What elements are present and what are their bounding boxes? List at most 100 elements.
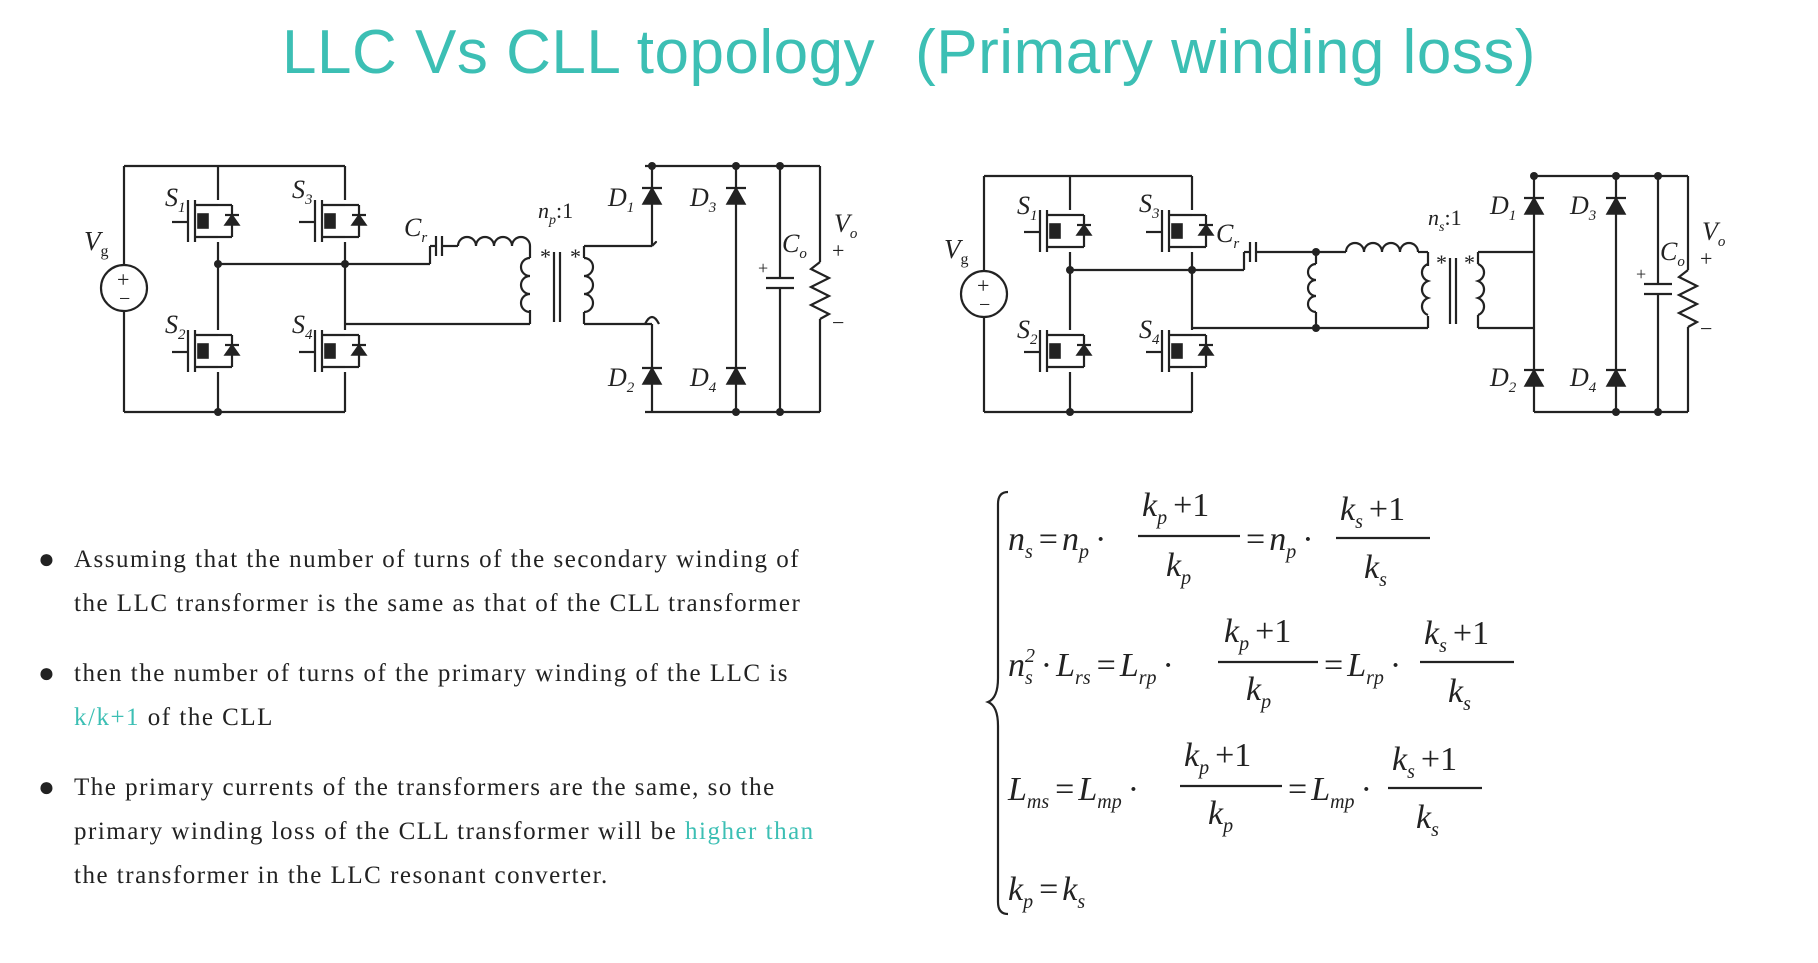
svg-text:kp+1: kp+1 (1184, 737, 1251, 779)
llc-transformer: * * np:1 (519, 198, 645, 326)
cll-s3-label: S3 (1139, 189, 1160, 222)
llc-d3-label: D3 (689, 183, 716, 216)
llc-switch-s1: S1 (165, 183, 241, 242)
cll-vo-label: Vo (1702, 217, 1726, 250)
cll-switch-s4: S4 (1139, 315, 1215, 372)
bullet-dot: ● (38, 772, 57, 803)
svg-text:+: + (832, 238, 844, 263)
cll-d1-label: D1 (1489, 191, 1516, 224)
llc-cr-label: Cr (404, 213, 427, 246)
svg-text:kp+1: kp+1 (1224, 613, 1291, 655)
cll-d4-label: D4 (1569, 363, 1597, 396)
svg-text:*: * (540, 244, 551, 269)
cll-s1-label: S1 (1017, 191, 1038, 224)
llc-source: + − Vg (84, 166, 149, 412)
page-title: LLC Vs CLL topology (Primary winding loss… (0, 8, 1818, 98)
svg-text:n2s·Lrs=Lrp·: n2s·Lrs=Lrp· (1008, 645, 1174, 689)
cll-switch-s2: S2 (1017, 315, 1093, 372)
bullet-dot: ● (38, 544, 57, 575)
llc-output: + Co Vo + − (758, 162, 858, 416)
title-main: LLC Vs CLL topology (282, 18, 876, 87)
llc-vg-label: Vg (84, 226, 109, 260)
llc-switch-s2: S2 (165, 310, 241, 372)
bullet-item-3: ● The primary currents of the transforme… (38, 766, 818, 898)
svg-text:Lms=Lmp·: Lms=Lmp· (1007, 771, 1139, 813)
cll-d3-label: D3 (1569, 191, 1596, 224)
svg-text:ks+1: ks+1 (1424, 615, 1489, 657)
cll-vg-label: Vg (944, 234, 969, 268)
svg-text:ks+1: ks+1 (1340, 491, 1405, 533)
cll-leg-left (1066, 176, 1074, 416)
equation-3: Lms=Lmp· kp+1 kp =Lmp· ks+1 ks (1007, 737, 1482, 841)
equation-1: ns=np· kp+1 kp =np· ks+1 ks (1008, 487, 1430, 591)
llc-d2-label: D2 (607, 363, 635, 396)
llc-resonant-tank: Cr (345, 213, 532, 326)
svg-text:−: − (119, 288, 130, 310)
svg-text:+: + (117, 267, 129, 292)
cll-turns-ratio: ns:1 (1428, 205, 1462, 235)
cll-switch-s1: S1 (1017, 191, 1093, 252)
cll-s2-label: S2 (1017, 315, 1038, 348)
svg-text:=np·: =np· (1246, 521, 1314, 563)
bullet-item-1: ● Assuming that the number of turns of t… (38, 538, 818, 626)
svg-text:ks: ks (1448, 673, 1471, 715)
svg-text:+: + (758, 258, 768, 278)
svg-text:+: + (977, 273, 989, 298)
llc-d1-label: D1 (607, 183, 634, 216)
llc-switch-s3: S3 (292, 175, 368, 242)
cll-circuit-diagram: + − Vg S1 (944, 172, 1726, 416)
svg-text:kp: kp (1246, 671, 1271, 713)
llc-turns-ratio: np:1 (538, 198, 573, 228)
cll-output: + Co Vo + − (1636, 172, 1726, 416)
svg-text:kp: kp (1208, 795, 1233, 837)
bullet-list: ● Assuming that the number of turns of t… (38, 538, 818, 924)
svg-text:=Lrp·: =Lrp· (1324, 647, 1401, 689)
svg-text:ks: ks (1416, 799, 1439, 841)
llc-s2-label: S2 (165, 310, 186, 343)
llc-rectifier: D1 D3 D2 D4 (607, 162, 820, 416)
bullet-dot: ● (38, 658, 57, 689)
svg-text:ks+1: ks+1 (1392, 741, 1457, 783)
llc-s1-label: S1 (165, 183, 186, 216)
llc-d4-label: D4 (689, 363, 717, 396)
highlight-ratio: k/k+1 (74, 704, 141, 731)
cll-leg-right (1188, 176, 1196, 412)
svg-text:−: − (979, 294, 990, 316)
svg-text:+: + (1700, 246, 1712, 271)
llc-co-label: Co (782, 229, 807, 262)
llc-leg-left (214, 166, 222, 416)
llc-s4-label: S4 (292, 310, 313, 343)
svg-text:−: − (832, 310, 844, 335)
cll-cr-label: Cr (1216, 219, 1239, 252)
svg-text:=Lmp·: =Lmp· (1288, 771, 1372, 813)
bullet-item-2: ● then the number of turns of the primar… (38, 652, 818, 740)
svg-text:kp: kp (1166, 547, 1191, 589)
title-sub: (Primary winding loss) (915, 18, 1536, 87)
cll-rectifier: D1 D3 D2 D4 (1489, 172, 1688, 416)
cll-s4-label: S4 (1139, 315, 1160, 348)
cll-switch-s3: S3 (1139, 189, 1215, 252)
llc-s3-label: S3 (292, 175, 313, 208)
cll-co-label: Co (1660, 237, 1685, 270)
equation-4: kp=ks (1008, 871, 1085, 913)
llc-switch-s4: S4 (292, 310, 368, 372)
equation-brace (985, 490, 1009, 916)
svg-text:kp=ks: kp=ks (1008, 871, 1085, 913)
highlight-higher: higher than (685, 818, 815, 845)
svg-text:*: * (1464, 250, 1475, 275)
cll-d2-label: D2 (1489, 363, 1517, 396)
svg-text:ns=np·: ns=np· (1008, 521, 1106, 563)
svg-text:*: * (1436, 250, 1447, 275)
llc-circuit-diagram: + − Vg S1 (84, 162, 858, 416)
llc-vo-label: Vo (834, 209, 858, 242)
svg-text:+: + (1636, 264, 1646, 284)
svg-text:ks: ks (1364, 549, 1387, 591)
cll-source: + − Vg (944, 176, 1009, 412)
svg-text:kp+1: kp+1 (1142, 487, 1209, 529)
cll-transformer: * * ns:1 (1420, 205, 1534, 330)
svg-text:*: * (570, 244, 581, 269)
svg-text:−: − (1700, 316, 1712, 341)
cll-resonant-tank: Cr (1192, 219, 1430, 332)
